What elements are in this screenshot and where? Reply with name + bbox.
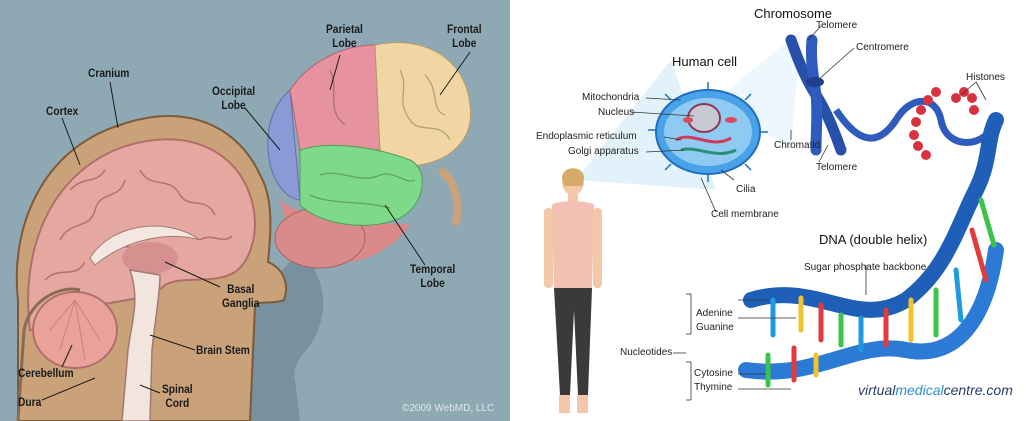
label-telomere-top: Telomere <box>816 20 857 32</box>
dna-anatomy-panel: Chromosome Human cell DNA (double helix)… <box>516 0 1026 421</box>
label-nucleus: Nucleus <box>598 107 634 119</box>
brain-lateral <box>268 43 471 269</box>
label-sugar-phosphate-backbone: Sugar phosphate backbone <box>804 262 926 274</box>
label-adenine: Adenine <box>696 308 733 320</box>
label-mitochondria: Mitochondria <box>582 92 639 104</box>
title-chromosome: Chromosome <box>754 6 832 21</box>
virtualmedicalcentre-logo: virtualmedicalcentre.com <box>858 382 1013 398</box>
label-cell-membrane: Cell membrane <box>711 209 779 221</box>
label-nucleotides: Nucleotides <box>620 347 672 359</box>
chromosome-shape <box>791 40 841 150</box>
label-cranium: Cranium <box>88 66 129 80</box>
label-cortex: Cortex <box>46 104 78 118</box>
human-figure <box>544 168 602 413</box>
label-guanine: Guanine <box>696 322 734 334</box>
label-cerebellum: Cerebellum <box>18 366 74 380</box>
label-golgi-apparatus: Golgi apparatus <box>568 146 639 158</box>
label-histones: Histones <box>966 72 1005 84</box>
label-chromatid: Chromatid <box>774 140 820 152</box>
brand-part-1: virtual <box>858 382 895 398</box>
brand-part-3: centre.com <box>944 382 1013 398</box>
title-human-cell: Human cell <box>672 54 737 69</box>
label-dura: Dura <box>18 395 41 409</box>
label-endoplasmic-reticulum: Endoplasmic reticulum <box>536 131 637 143</box>
thalamus <box>122 242 178 274</box>
label-telomere-bottom: Telomere <box>816 162 857 174</box>
copyright-text: ©2009 WebMD, LLC <box>402 403 494 414</box>
cerebellum-shape <box>33 292 117 368</box>
label-thymine: Thymine <box>694 382 732 394</box>
brain-illustration <box>0 0 510 421</box>
brand-part-2: medical <box>895 382 943 398</box>
label-centromere: Centromere <box>856 42 909 54</box>
title-dna: DNA (double helix) <box>819 232 927 247</box>
label-cytosine: Cytosine <box>694 368 733 380</box>
label-brain-stem: Brain Stem <box>196 343 250 357</box>
label-cilia: Cilia <box>736 184 755 196</box>
